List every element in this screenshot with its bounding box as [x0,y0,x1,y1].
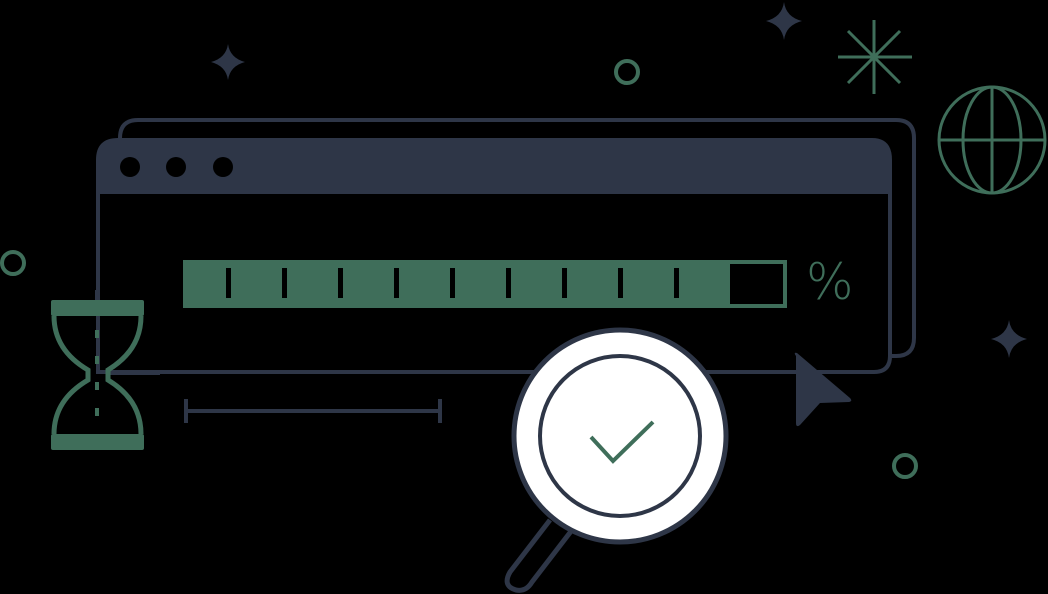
progress-bar [183,260,787,308]
checkmark-icon [589,420,655,464]
sparkle-icon [991,320,1027,358]
progress-ticks [226,268,679,298]
percent-symbol: % [806,253,854,311]
ruler-line-icon [184,399,442,423]
ring-icon [0,250,26,276]
window-body-outline [96,194,892,374]
asterisk-icon [838,20,912,94]
ring-icon [614,59,640,85]
progress-fill [183,260,787,308]
globe-icon [937,85,1047,195]
hourglass-icon [51,290,160,450]
sparkle-icon [211,44,245,80]
cursor-arrow-icon [794,352,852,427]
browser-window [96,138,892,374]
progress-remaining [730,264,783,304]
back-window-outline [118,118,916,358]
window-control-dot [213,157,233,177]
window-control-dot [120,157,140,177]
window-titlebar [96,138,892,194]
magnifier-check-icon [504,327,729,593]
ring-icon [892,453,918,479]
sparkle-icon [766,2,802,40]
window-control-dot [166,157,186,177]
